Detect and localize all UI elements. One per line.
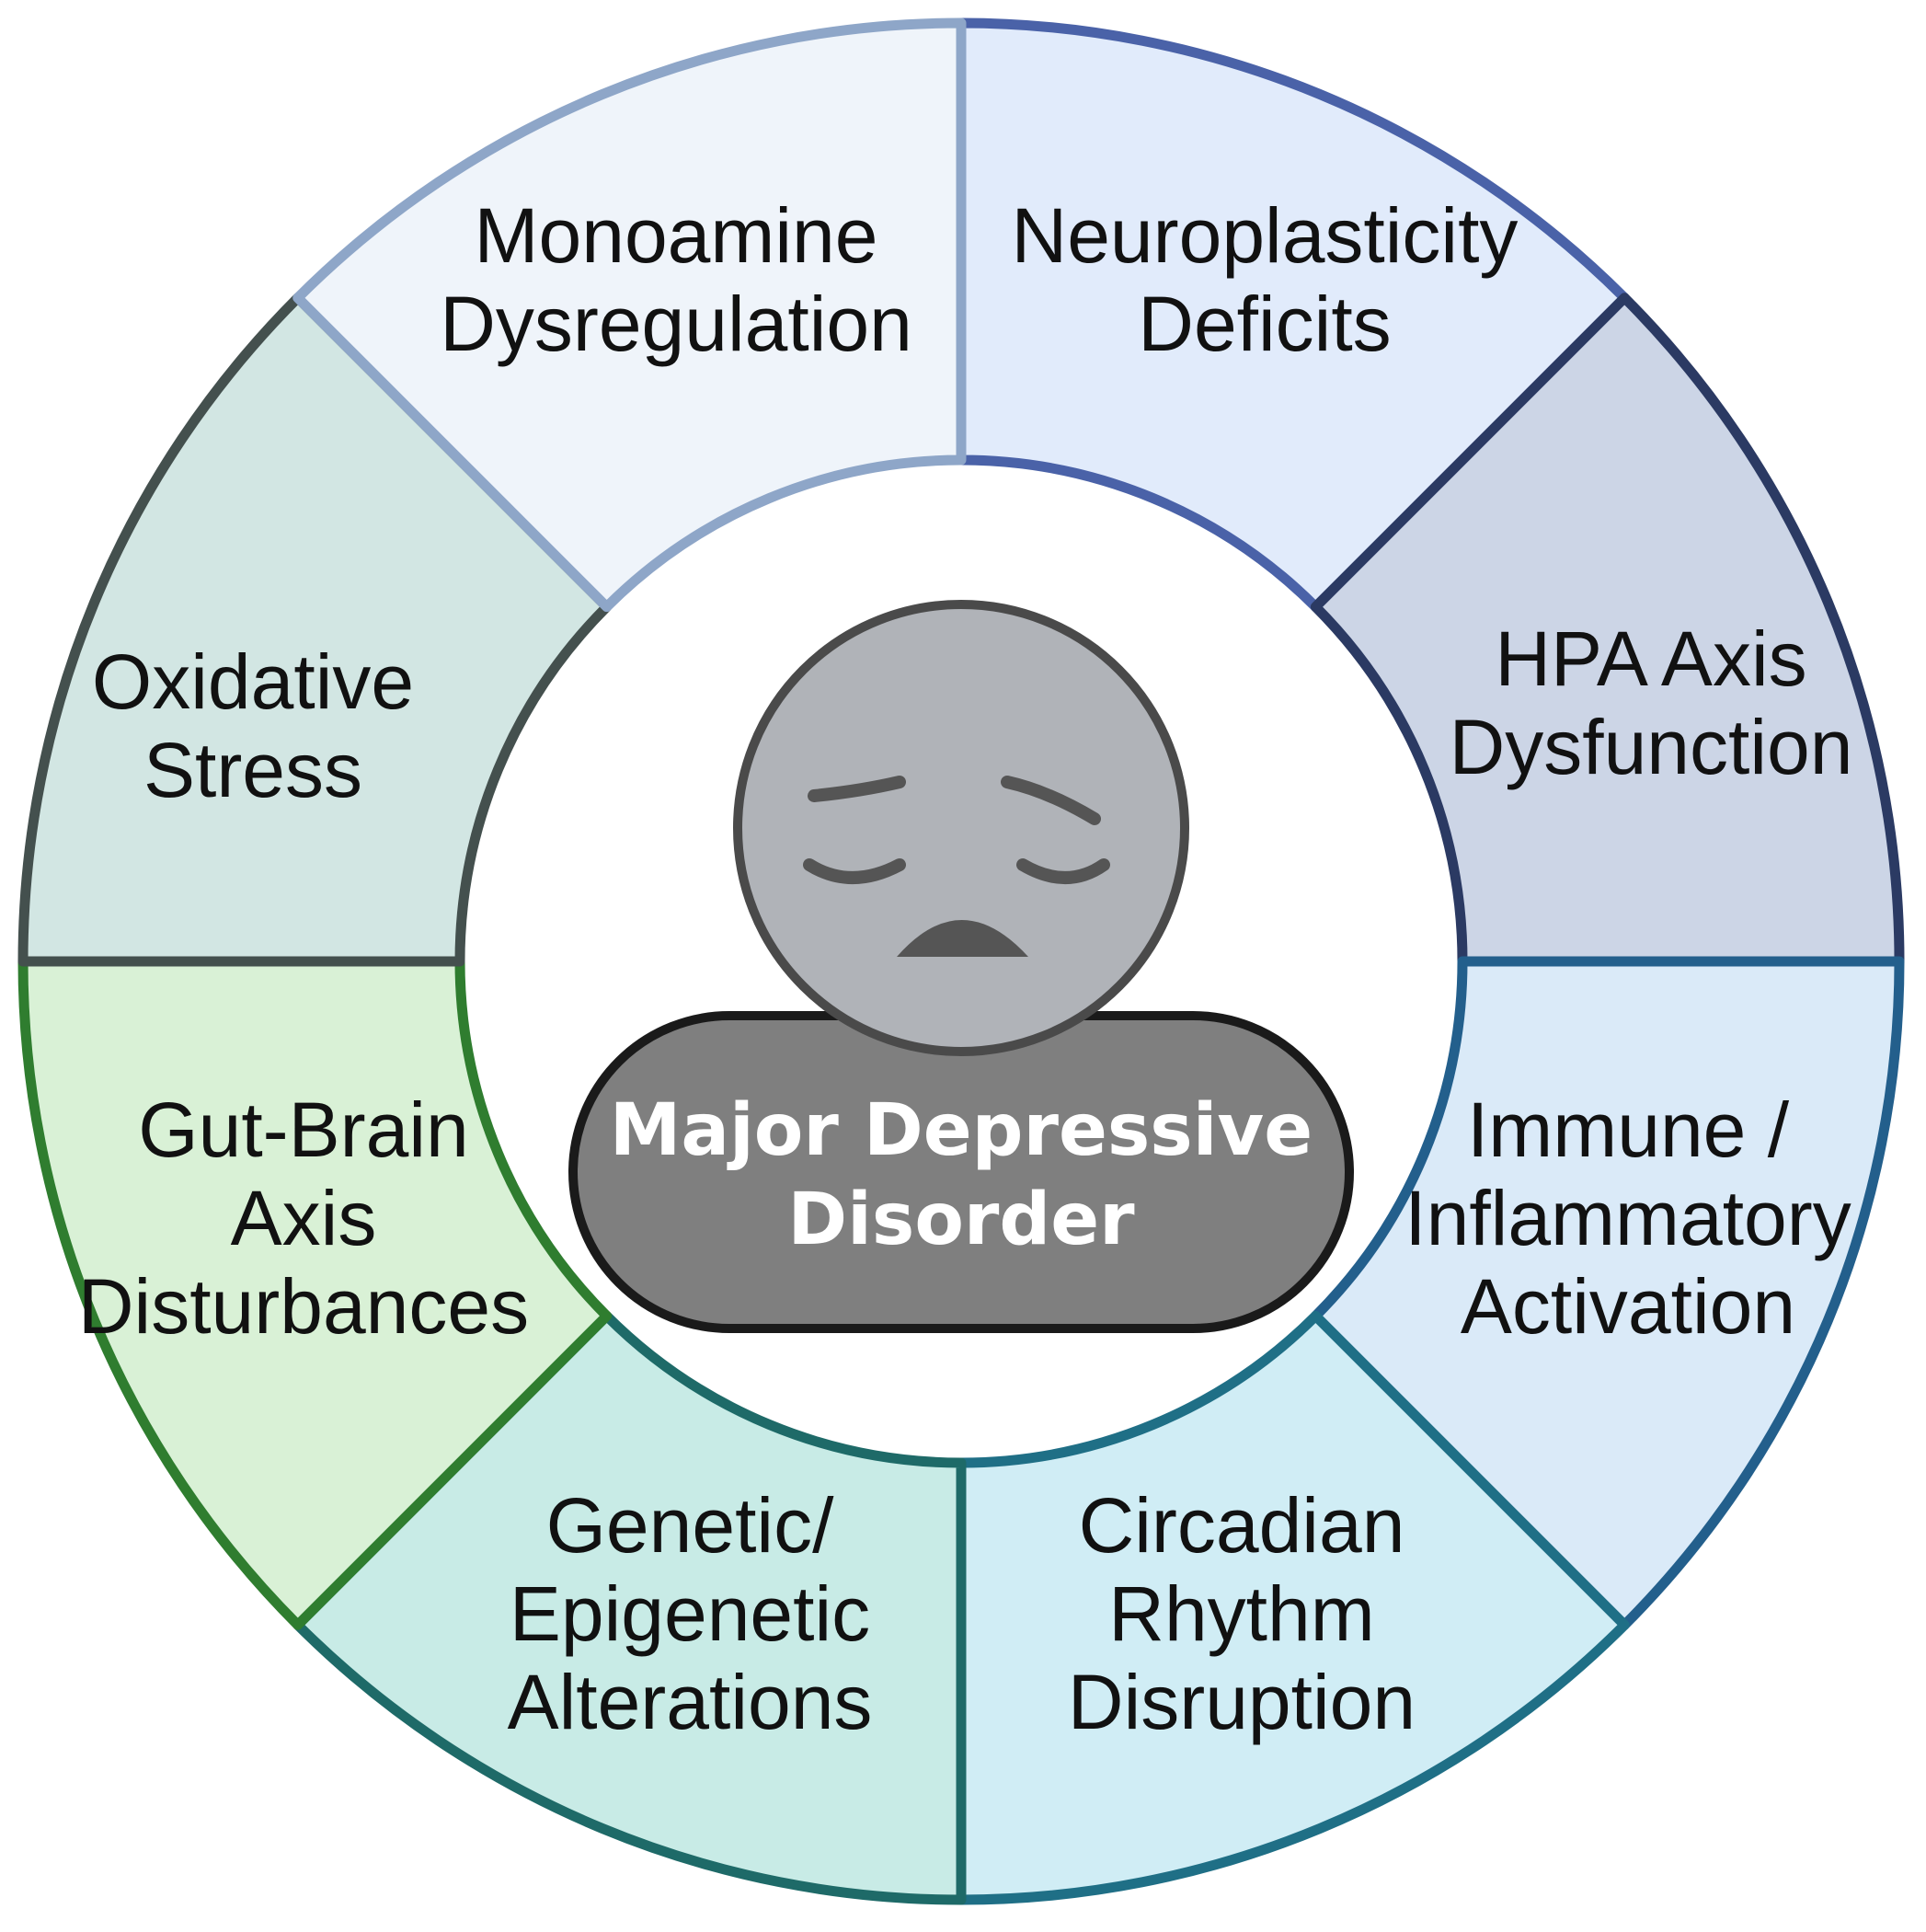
segment-label-immune-1: Immune / (1467, 1087, 1790, 1173)
figure-body (568, 1011, 1354, 1333)
closed-eyes-icon (803, 776, 1110, 884)
eyebrow-left (808, 776, 906, 802)
segment-label-oxidative-1: Oxidative (92, 638, 414, 725)
segment-label-genetic-2: Epigenetic (510, 1570, 870, 1657)
eye-right (1016, 858, 1110, 884)
segment-label-circadian-1: Circadian (1079, 1482, 1405, 1569)
segment-label-oxidative-2: Stress (143, 727, 362, 813)
segment-label-circadian-2: Rhythm (1108, 1570, 1374, 1657)
segment-label-immune-3: Activation (1461, 1263, 1795, 1350)
segments-group (17, 17, 1905, 1905)
segment-label-hpa-1: HPA Axis (1495, 615, 1806, 702)
segment-neuroplasticity (1310, 293, 1905, 967)
segment-label-monoamine-2: Dysregulation (440, 281, 912, 367)
segment-label-gut-brain-1: Gut-Brain (138, 1087, 468, 1173)
segment-label-neuroplasticity-1: Neuroplasticity (1012, 192, 1519, 279)
eye-left (803, 858, 906, 884)
center-title-line1: Major Depressive (610, 1089, 1313, 1172)
segment-label-genetic-1: Genetic/ (546, 1482, 834, 1569)
segment-label-gut-brain-3: Disturbances (78, 1263, 529, 1350)
segment-label-gut-brain-2: Axis (231, 1175, 377, 1261)
mouth-icon (897, 920, 1028, 957)
sad-face-icon (733, 600, 1189, 1056)
segment-oxidative (292, 17, 967, 613)
eyebrow-right (1001, 776, 1101, 825)
segment-label-immune-2: Inflammatory (1404, 1175, 1851, 1261)
segment-immune (956, 1310, 1630, 1905)
segment-label-neuroplasticity-2: Deficits (1138, 281, 1391, 367)
center-figure: Major Depressive Disorder (568, 600, 1354, 1333)
segment-label-monoamine-1: Monoamine (475, 192, 878, 279)
segment-label-hpa-2: Dysfunction (1450, 704, 1853, 790)
center-title-line2: Disorder (787, 1179, 1135, 1261)
segment-genetic (17, 956, 613, 1630)
segment-label-genetic-3: Alterations (508, 1659, 873, 1745)
segment-label-circadian-3: Disruption (1068, 1659, 1416, 1745)
